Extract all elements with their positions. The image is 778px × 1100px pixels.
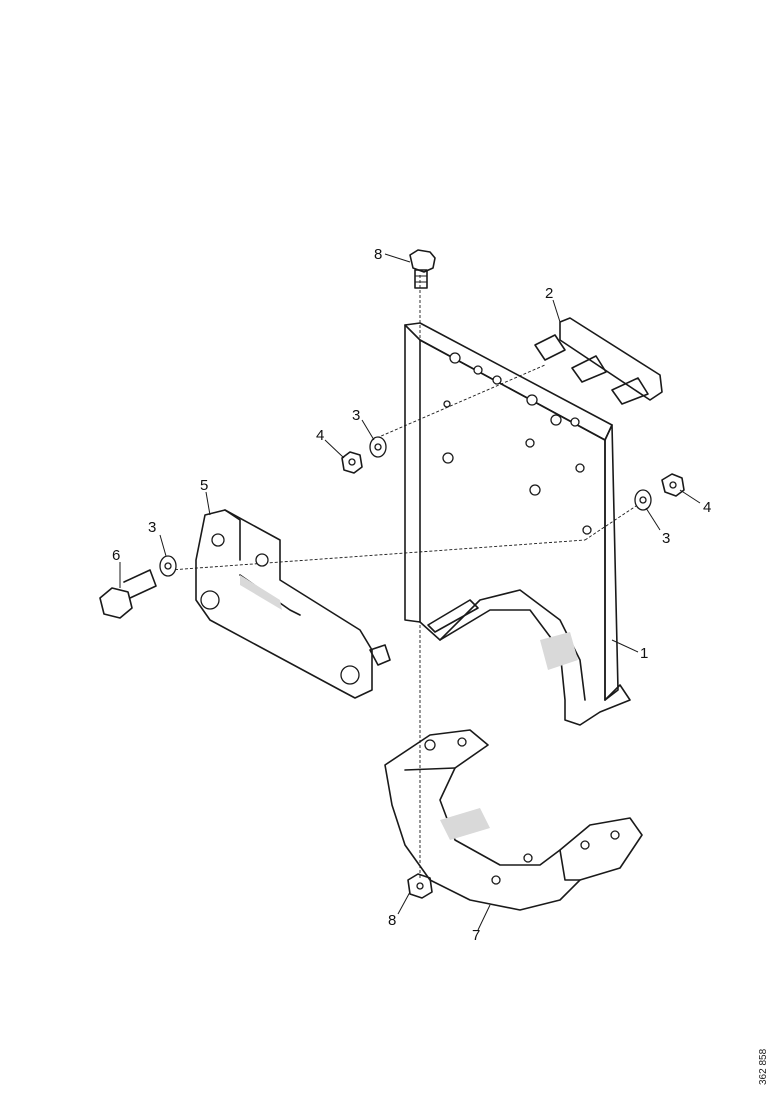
callout-6: 6 <box>112 547 120 564</box>
leader-3a <box>361 419 375 441</box>
callout-7: 7 <box>472 927 480 944</box>
callout-8-top: 8 <box>374 246 382 263</box>
part-2-stud-plate <box>534 317 663 405</box>
callout-1: 1 <box>640 645 648 662</box>
part-8-top-bolt <box>409 249 436 289</box>
leader-1 <box>611 639 639 653</box>
leader-3c <box>159 534 167 557</box>
callout-3-right: 3 <box>662 530 670 547</box>
assembly-axis-right <box>584 499 646 541</box>
part-3-washer-left <box>159 555 177 577</box>
image-code: 362 858 <box>758 1048 769 1085</box>
part-8-bottom-nut <box>407 873 433 899</box>
callout-2: 2 <box>545 285 553 302</box>
callout-8-bottom: 8 <box>388 912 396 929</box>
assembly-axis-lower <box>169 539 586 571</box>
leader-5 <box>205 491 211 516</box>
leader-4a <box>324 439 345 459</box>
leader-3b <box>645 507 661 531</box>
leader-8-top <box>384 253 411 263</box>
part-3-washer-upper <box>369 436 387 458</box>
leader-4b <box>679 489 701 504</box>
callout-5: 5 <box>200 477 208 494</box>
part-6-bolt <box>99 569 157 619</box>
part-4-nut-right <box>661 473 685 497</box>
callout-3-upper: 3 <box>352 407 360 424</box>
part-1-main-bracket <box>404 322 631 726</box>
callout-4-upper: 4 <box>316 427 324 444</box>
part-4-nut-upper <box>341 451 363 474</box>
leader-7 <box>477 904 491 931</box>
assembly-axis-upper <box>371 364 546 441</box>
part-5-side-bracket <box>195 509 391 699</box>
part-7-lower-strap <box>384 729 643 911</box>
part-3-washer-right <box>634 489 652 511</box>
leader-2 <box>552 299 561 323</box>
callout-3-left: 3 <box>148 519 156 536</box>
callout-4-right: 4 <box>703 499 711 516</box>
leader-8-bottom <box>397 891 411 915</box>
